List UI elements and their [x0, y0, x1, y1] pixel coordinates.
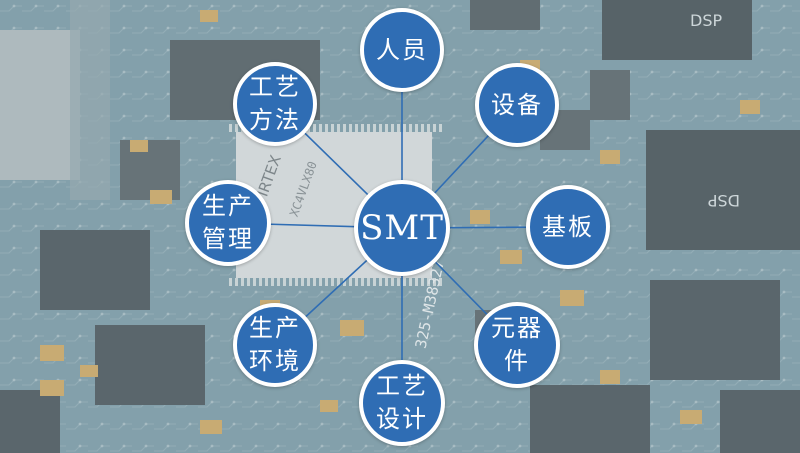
- node-production-environment[interactable]: 生产 环境: [233, 303, 317, 387]
- node-label: 工艺 方法: [249, 73, 301, 134]
- node-process-method[interactable]: 工艺 方法: [233, 62, 317, 146]
- dsp-chip-top: [602, 0, 752, 60]
- node-label: 人员: [376, 35, 428, 64]
- node-people[interactable]: 人员: [360, 8, 444, 92]
- node-label: 工艺 设计: [376, 372, 428, 433]
- center-node-label: SMT: [360, 207, 444, 248]
- node-label: 设备: [491, 90, 543, 119]
- center-node-smt[interactable]: SMT: [354, 180, 450, 276]
- dsp-label-right: DSP: [708, 191, 740, 210]
- node-substrate[interactable]: 基板: [526, 185, 610, 269]
- edge-connector: [0, 30, 80, 180]
- node-components[interactable]: 元器 件: [474, 302, 560, 388]
- node-label: 元器 件: [491, 314, 543, 375]
- dsp-chip-right: [646, 130, 800, 250]
- node-process-design[interactable]: 工艺 设计: [359, 360, 445, 446]
- node-label: 生产 管理: [202, 192, 254, 253]
- dsp-label-top: DSP: [690, 11, 722, 30]
- node-label: 基板: [542, 212, 594, 241]
- node-label: 生产 环境: [249, 314, 301, 375]
- node-production-management[interactable]: 生产 管理: [185, 180, 271, 266]
- node-equipment[interactable]: 设备: [475, 63, 559, 147]
